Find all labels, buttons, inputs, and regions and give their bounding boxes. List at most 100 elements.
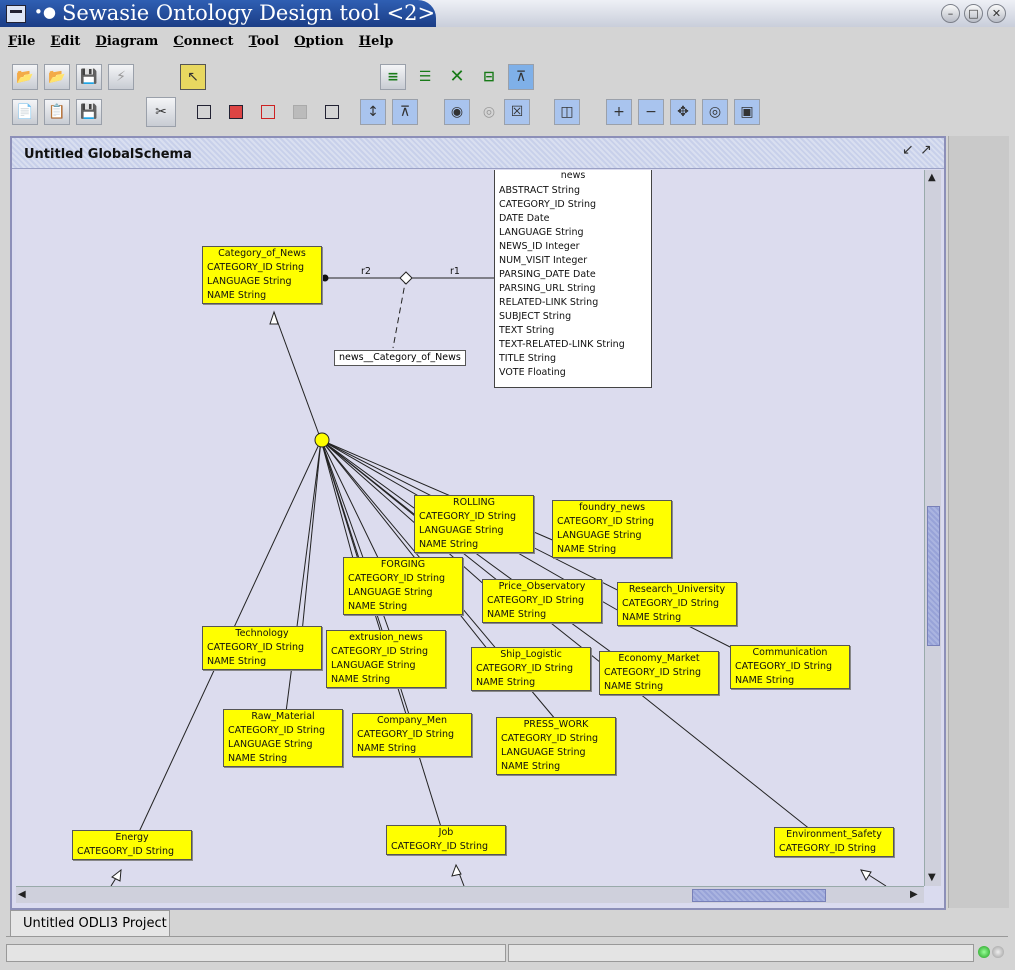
window-frame-icon[interactable]: ▣ [734,99,760,125]
attribute: ABSTRACT String [499,185,581,196]
list-icon[interactable]: ☰ [418,69,432,85]
generalization-icon[interactable]: ⊼ [508,64,534,90]
scroll-down-icon[interactable]: ▼ [928,872,936,883]
menu-edit[interactable]: Edit [50,34,81,49]
save-all-icon[interactable]: 💾 [76,64,102,90]
class-ship-logistic[interactable]: Ship_Logistic CATEGORY_ID String NAME St… [471,647,591,691]
class-extrusion-news[interactable]: extrusion_news CATEGORY_ID String LANGUA… [326,630,446,688]
title-bar: •● Sewasie Ontology Design tool <2> – □ … [0,0,1015,27]
class-disabled-icon[interactable] [286,99,312,125]
title-tab: •● Sewasie Ontology Design tool <2> [0,0,436,27]
fork-icon[interactable]: ⊼ [392,99,418,125]
horizontal-line-icon[interactable] [318,99,344,125]
class-name: Economy_Market [618,653,700,664]
class-job[interactable]: Job CATEGORY_ID String [386,825,506,855]
class-company-men[interactable]: Company_Men CATEGORY_ID String NAME Stri… [352,713,472,757]
class-category-of-news[interactable]: Category_of_News CATEGORY_ID String LANG… [202,246,322,304]
maximize-icon[interactable]: □ [964,4,983,23]
vertical-arrow-icon[interactable]: ↕ [360,99,386,125]
lightning-icon[interactable]: ⚡ [108,64,134,90]
status-gray-icon [992,946,1004,958]
attribute: CATEGORY_ID String [604,667,702,678]
scroll-right-icon[interactable]: ▶ [910,889,918,900]
class-name: Communication [752,647,828,658]
vertical-scrollbar[interactable]: ▲ ▼ [924,170,941,886]
iconify-icon[interactable]: ↙ [902,142,914,158]
class-red-icon[interactable] [222,99,248,125]
class-price-observatory[interactable]: Price_Observatory CATEGORY_ID String NAM… [482,579,602,623]
role-r2-label: r2 [361,266,371,277]
menu-file[interactable]: File [8,34,36,49]
open-project-icon[interactable]: 📂 [44,64,70,90]
copy-file-icon[interactable]: 📋 [44,99,70,125]
class-technology[interactable]: Technology CATEGORY_ID String NAME Strin… [202,626,322,670]
class-energy[interactable]: Energy CATEGORY_ID String [72,830,192,860]
class-forging[interactable]: FORGING CATEGORY_ID String LANGUAGE Stri… [343,557,463,615]
association-class[interactable]: news__Category_of_News [334,350,466,366]
scissors-icon[interactable]: ✂ [146,97,176,127]
target-disabled-icon[interactable]: ◎ [482,104,496,120]
menu-diagram[interactable]: Diagram [95,34,159,49]
attribute: DATE Date [499,213,550,224]
attribute: NAME String [348,601,408,612]
delete-x-icon[interactable]: ✕ [449,66,465,87]
class-news[interactable]: news ABSTRACT String CATEGORY_ID String … [494,170,652,388]
class-environment-safety[interactable]: Environment_Safety CATEGORY_ID String [774,827,894,857]
fit-icon[interactable]: ◎ [702,99,728,125]
pointer-tool-icon[interactable]: ↖ [180,64,206,90]
align-center-icon[interactable]: ≡ [380,64,406,90]
window-menu-icon[interactable] [6,5,26,23]
menu-connect[interactable]: Connect [173,34,234,49]
class-rolling[interactable]: ROLLING CATEGORY_ID String LANGUAGE Stri… [414,495,534,553]
class-economy-market[interactable]: Economy_Market CATEGORY_ID String NAME S… [599,651,719,695]
new-file-icon[interactable]: 📄 [12,99,38,125]
attribute: LANGUAGE String [557,530,642,541]
class-red-outline-icon[interactable] [254,99,280,125]
attribute: PARSING_DATE Date [499,269,596,280]
attribute: CATEGORY_ID String [779,843,877,854]
minimize-icon[interactable]: – [941,4,960,23]
zoom-out-icon[interactable]: − [638,99,664,125]
menu-tool[interactable]: Tool [248,34,280,49]
schema-frame-titlebar[interactable]: Untitled GlobalSchema ↙ ↗ [12,138,944,169]
hierarchy-icon[interactable]: ⊟ [483,69,495,85]
expand-icon[interactable]: ✥ [670,99,696,125]
attribute: NAME String [357,743,417,754]
maximize-frame-icon[interactable]: ↗ [920,142,932,158]
attribute: NAME String [419,539,479,550]
class-press-work[interactable]: PRESS_WORK CATEGORY_ID String LANGUAGE S… [496,717,616,775]
menu-help[interactable]: Help [358,34,394,49]
menu-option[interactable]: Option [294,34,344,49]
class-box-icon[interactable] [190,99,216,125]
class-name: Environment_Safety [786,829,882,840]
class-name: news [495,170,651,184]
point-icon[interactable]: ◉ [444,99,470,125]
vertical-scroll-thumb[interactable] [927,506,940,646]
window-options-icon[interactable]: •● [34,3,56,21]
attribute: NEWS_ID Integer [499,241,580,252]
class-foundry-news[interactable]: foundry_news CATEGORY_ID String LANGUAGE… [552,500,672,558]
scroll-left-icon[interactable]: ◀ [18,889,26,900]
attribute: NAME String [476,677,536,688]
open-folder-icon[interactable]: 📂 [12,64,38,90]
status-bar [6,942,1010,962]
class-name: Technology [235,628,289,639]
attribute: CATEGORY_ID String [357,729,455,740]
horizontal-scroll-thumb[interactable] [692,889,826,902]
close-icon[interactable]: ✕ [987,4,1006,23]
horizontal-scrollbar[interactable]: ◀ ▶ [16,886,924,903]
class-communication[interactable]: Communication CATEGORY_ID String NAME St… [730,645,850,689]
zoom-in-icon[interactable]: + [606,99,632,125]
class-name: FORGING [380,559,426,570]
class-raw-material[interactable]: Raw_Material CATEGORY_ID String LANGUAGE… [223,709,343,767]
project-tab[interactable]: Untitled ODLI3 Project [10,910,170,936]
cross-box-icon[interactable]: ☒ [504,99,530,125]
tab-divider [6,936,1008,937]
attribute: NUM_VISIT Integer [499,255,588,266]
scroll-up-icon[interactable]: ▲ [928,172,936,183]
attribute: NAME String [735,675,795,686]
link-box-icon[interactable]: ◫ [554,99,580,125]
diagram-canvas[interactable]: r2 r1 news ABSTRACT String CATEGORY_ID S… [16,170,924,886]
save-icon[interactable]: 💾 [76,99,102,125]
class-research-university[interactable]: Research_University CATEGORY_ID String N… [617,582,737,626]
